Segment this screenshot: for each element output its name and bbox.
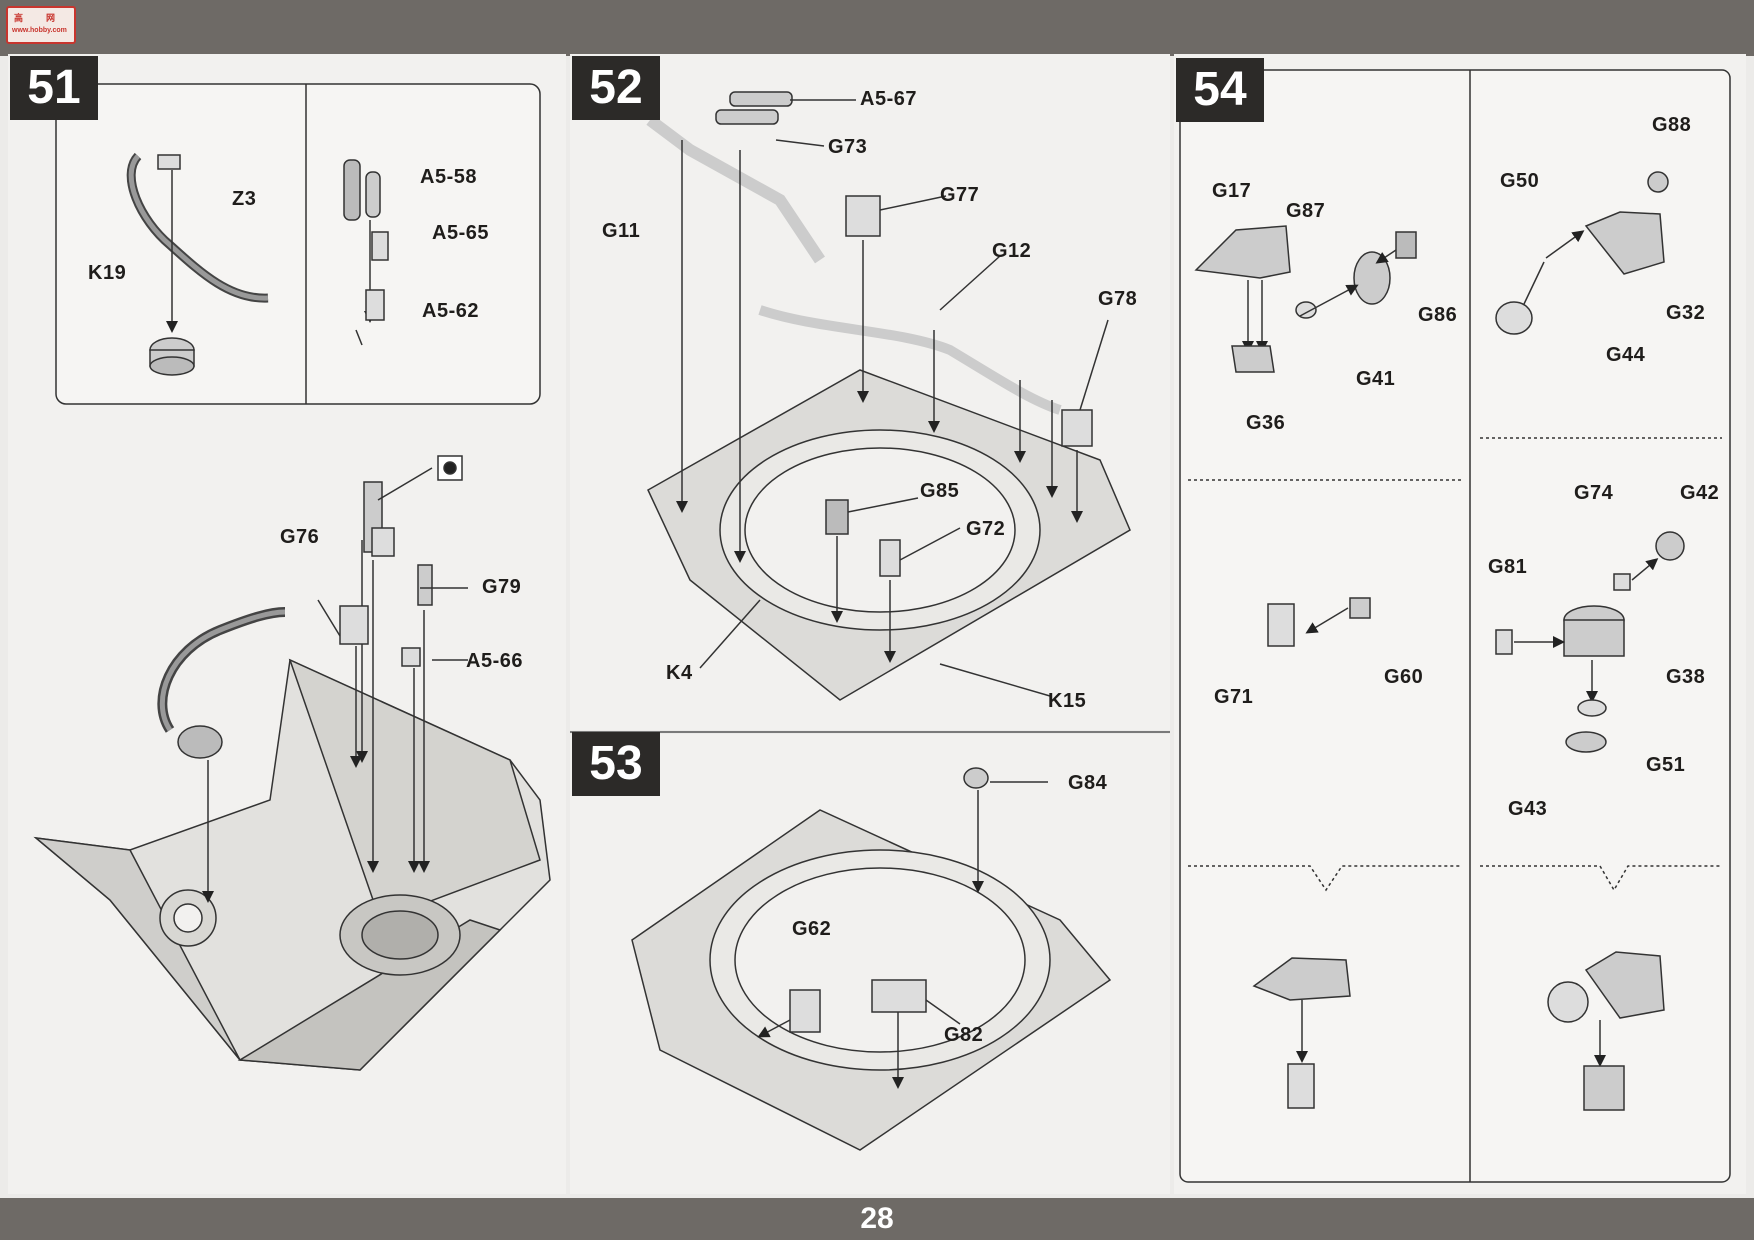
- part-label: G43: [1508, 798, 1548, 820]
- part-label: G74: [1574, 482, 1614, 504]
- part-label: G51: [1646, 754, 1686, 776]
- part-label: K19: [88, 262, 127, 284]
- part-label: G86: [1418, 304, 1458, 326]
- site-logo: 高网 www.hobby.com: [6, 6, 76, 44]
- part-label: A5-62: [422, 300, 479, 322]
- part-label: G44: [1606, 344, 1646, 366]
- part-label: G78: [1098, 288, 1138, 310]
- top-stripe: [0, 0, 1754, 56]
- part-label: G77: [940, 184, 980, 206]
- part-label: K4: [666, 662, 693, 684]
- part-label: G41: [1356, 368, 1396, 390]
- step-52-illustration: [646, 91, 1131, 701]
- part-label: G79: [482, 576, 522, 598]
- part-label: G81: [1488, 556, 1528, 578]
- step-number-badge: 51: [10, 56, 98, 120]
- step-number-badge: 53: [572, 732, 660, 796]
- part-label: G60: [1384, 666, 1424, 688]
- step-53-illustration: [570, 731, 1170, 1151]
- part-label: G71: [1214, 686, 1254, 708]
- step-54-illustration: [1179, 69, 1731, 1183]
- part-label: G88: [1652, 114, 1692, 136]
- part-label: G17: [1212, 180, 1252, 202]
- part-label: G72: [966, 518, 1006, 540]
- part-label: G42: [1680, 482, 1720, 504]
- part-label: A5-58: [420, 166, 477, 188]
- page-number: 28: [860, 1202, 894, 1235]
- step-number-badge: 54: [1176, 58, 1264, 122]
- part-label: A5-65: [432, 222, 489, 244]
- part-label: G76: [280, 526, 320, 548]
- part-label: G50: [1500, 170, 1540, 192]
- part-label: G84: [1068, 772, 1108, 794]
- part-label: K15: [1048, 690, 1087, 712]
- step-51-illustration: [33, 83, 551, 1071]
- part-label: Z3: [232, 188, 257, 210]
- step-number-badge: 52: [572, 56, 660, 120]
- part-label: G11: [602, 220, 641, 242]
- part-label: A5-66: [466, 650, 523, 672]
- part-label: G87: [1286, 200, 1326, 222]
- part-label: G82: [944, 1024, 984, 1046]
- part-label: G73: [828, 136, 868, 158]
- part-label: G12: [992, 240, 1032, 262]
- part-label: G85: [920, 480, 960, 502]
- part-label: G36: [1246, 412, 1286, 434]
- part-label: A5-67: [860, 88, 917, 110]
- part-label: G38: [1666, 666, 1706, 688]
- part-label: G62: [792, 918, 832, 940]
- part-label: G32: [1666, 302, 1706, 324]
- bottom-stripe: [0, 1198, 1754, 1240]
